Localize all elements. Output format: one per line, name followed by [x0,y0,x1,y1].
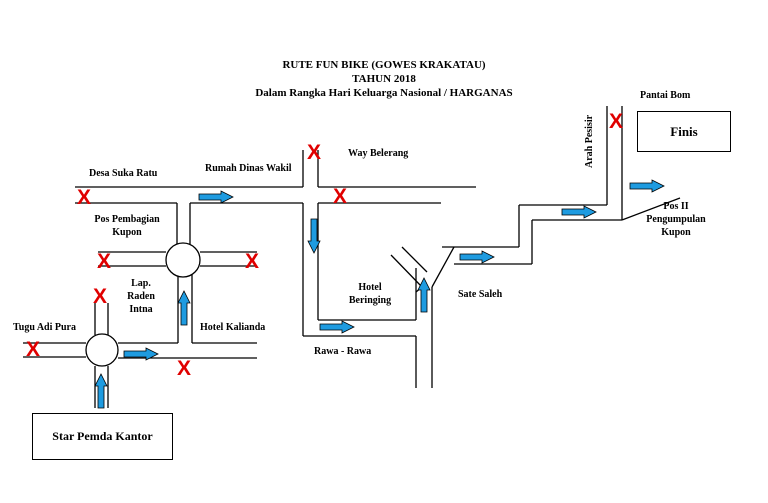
closed-road-x-icon: X [97,250,112,273]
label-lap-line1: Lap. [131,278,151,289]
label-rawa-rawa: Rawa - Rawa [314,346,372,357]
label-pos-ii: Pos II Pengumpulan Kupon [640,200,712,239]
label-pos-pembagian-line2: Kupon [112,227,142,238]
label-lap-line3: Intna [129,304,153,315]
roundabout-icon [85,333,119,367]
label-hotel-beringing-line2: Beringing [348,295,392,306]
map-title: RUTE FUN BIKE (GOWES KRAKATAU) [282,59,486,71]
closed-road-x-icon: X [333,185,348,208]
route-arrow-icon [417,277,431,313]
map-year: TAHUN 2018 [352,73,416,85]
label-pos-ii-line1: Pos II [663,201,689,212]
label-desa-suka-ratu: Desa Suka Ratu [89,168,158,179]
label-lap-line2: Raden [127,291,155,302]
roundabout-icon [165,242,201,278]
route-arrow-icon [177,290,191,326]
closed-road-x-icon: X [245,250,260,273]
label-lap-raden-intna: Lap. Raden Intna [124,277,158,316]
label-arah-pesisir: Arah Pesisir [584,114,595,168]
label-hotel-beringing-line1: Hotel [358,282,382,293]
route-arrow-icon [561,205,597,219]
label-tugu-adi-pura: Tugu Adi Pura [13,322,76,333]
finish-box: Finis [637,111,731,152]
label-rumah-dinas: Rumah Dinas Wakil [205,163,292,174]
label-pos-ii-line3: Kupon [661,227,691,238]
map-subtitle: Dalam Rangka Hari Keluarga Nasional / HA… [255,87,513,99]
closed-road-x-icon: X [609,110,624,133]
route-arrow-icon [319,320,355,334]
label-way-belerang: Way Belerang [348,148,409,159]
label-hotel-kalianda: Hotel Kalianda [200,322,266,333]
closed-road-x-icon: X [177,357,192,380]
road-lines [23,106,681,408]
route-arrow-icon [198,190,234,204]
closed-road-x-icon: X [26,338,41,361]
label-hotel-beringing: Hotel Beringing [340,281,400,307]
route-arrow-icon [94,373,108,409]
start-box: Star Pemda Kantor [32,413,173,460]
closed-road-x-icon: X [77,186,92,209]
closed-road-x-icon: X [93,285,108,308]
label-pos-pembagian-line1: Pos Pembagian [94,214,160,225]
label-pos-pembagian: Pos Pembagian Kupon [92,213,162,239]
label-sate-saleh: Sate Saleh [458,289,503,300]
closed-road-x-icon: X [307,141,322,164]
route-arrow-icon [459,250,495,264]
label-pos-ii-line2: Pengumpulan [646,214,706,225]
route-arrow-icon [629,179,665,193]
label-pantai-bom: Pantai Bom [640,90,691,101]
